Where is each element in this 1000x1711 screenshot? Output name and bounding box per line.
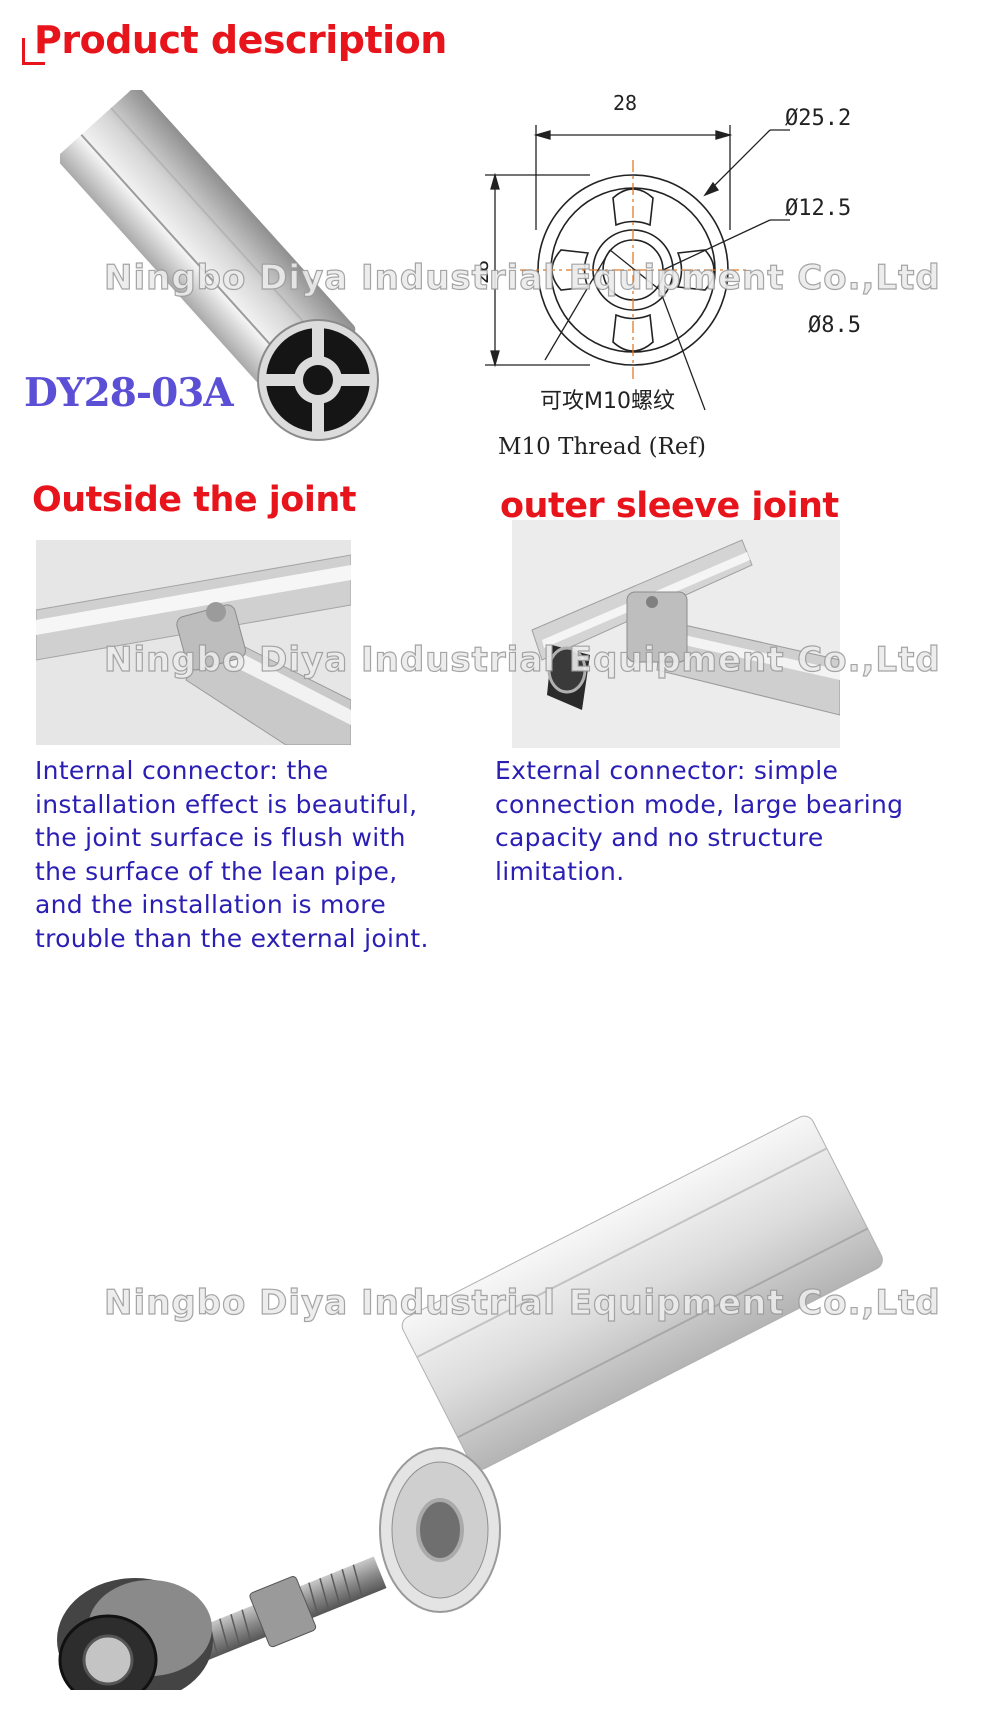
desc-line: External connector: simple	[495, 756, 839, 785]
watermark: Ningbo Diya Industrial Equipment Co.,Ltd	[103, 639, 941, 680]
thread-label-en: M10 Thread (Ref)	[498, 434, 706, 460]
internal-joint-description: Internal connector: the installation eff…	[35, 754, 429, 955]
product-tube-image	[60, 90, 379, 441]
inner-diameter-label: Ø12.5	[785, 196, 851, 221]
external-joint-title: outer sleeve joint	[500, 486, 839, 526]
width-dimension: 28	[613, 91, 637, 115]
outer-diameter-label: Ø25.2	[785, 106, 851, 131]
desc-line: connection mode, large bearing	[495, 789, 904, 819]
desc-line: installation effect is beautiful,	[35, 789, 418, 819]
desc-line: the joint surface is flush with	[35, 823, 406, 852]
desc-line: and the installation is more	[35, 890, 387, 919]
hole-diameter-label: Ø8.5	[808, 313, 861, 338]
aluminium-tube	[401, 1115, 883, 1471]
page-title: Product description	[34, 18, 447, 62]
watermark: Ningbo Diya Industrial Equipment Co.,Ltd	[103, 1282, 941, 1323]
foot-pad	[57, 1578, 213, 1690]
tube-end-face	[257, 319, 379, 441]
desc-line: the surface of the lean pipe,	[35, 856, 398, 886]
external-joint-description: External connector: simple connection mo…	[495, 754, 903, 888]
desc-line: limitation.	[495, 856, 625, 886]
internal-joint-photo	[36, 540, 351, 745]
assembly-illustration	[57, 1115, 883, 1690]
desc-line: capacity and no structure	[495, 823, 824, 852]
desc-line: Internal connector: the	[35, 756, 329, 785]
desc-line: trouble than the external joint.	[35, 923, 429, 953]
external-joint-photo	[512, 520, 840, 748]
watermark: Ningbo Diya Industrial Equipment Co.,Ltd	[103, 257, 941, 298]
thread-label-cn: 可攻M10螺纹	[540, 389, 675, 414]
product-model-label: DY28-03A	[24, 370, 234, 416]
internal-joint-title: Outside the joint	[32, 480, 356, 520]
height-dimension: 28	[480, 260, 493, 284]
tube-body	[60, 90, 356, 401]
title-corner-mark	[22, 38, 45, 65]
cross-section-drawing: 28 28 Ø25.2 Ø12.5 Ø8.5 可攻M10螺纹 M10 Threa…	[480, 91, 861, 460]
threaded-bolt	[188, 1556, 387, 1663]
tube-end-profile	[379, 1447, 501, 1613]
